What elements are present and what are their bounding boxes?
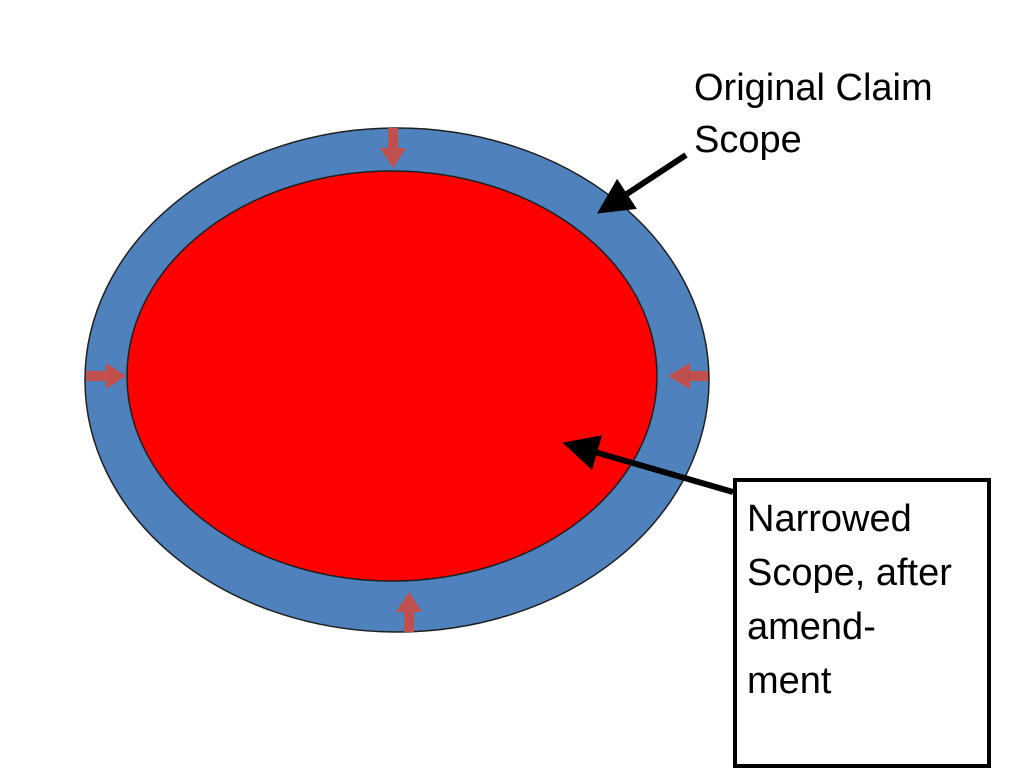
original-label-line-2: Scope — [694, 119, 802, 161]
inward-arrow-bottom — [396, 592, 422, 632]
narrowed-scope-callout-box: Narrowed Scope, after amend- ment — [733, 478, 991, 768]
narrowed-label-line-3: amend- — [747, 606, 876, 648]
original-scope-pointer-arrow — [596, 152, 688, 214]
inward-arrow-left — [86, 363, 126, 389]
narrowed-label-line-4: ment — [747, 660, 832, 702]
narrowed-label-line-1: Narrowed — [747, 498, 912, 540]
inward-arrow-right — [668, 363, 708, 389]
original-claim-scope-label: Original Claim Scope — [694, 62, 994, 166]
narrowed-scope-pointer-arrow — [562, 435, 734, 495]
narrowed-scope-ellipse — [126, 170, 658, 582]
original-label-line-1: Original Claim — [694, 67, 933, 109]
narrowed-label-line-2: Scope, after — [747, 552, 952, 594]
inward-arrow-top — [380, 128, 406, 168]
